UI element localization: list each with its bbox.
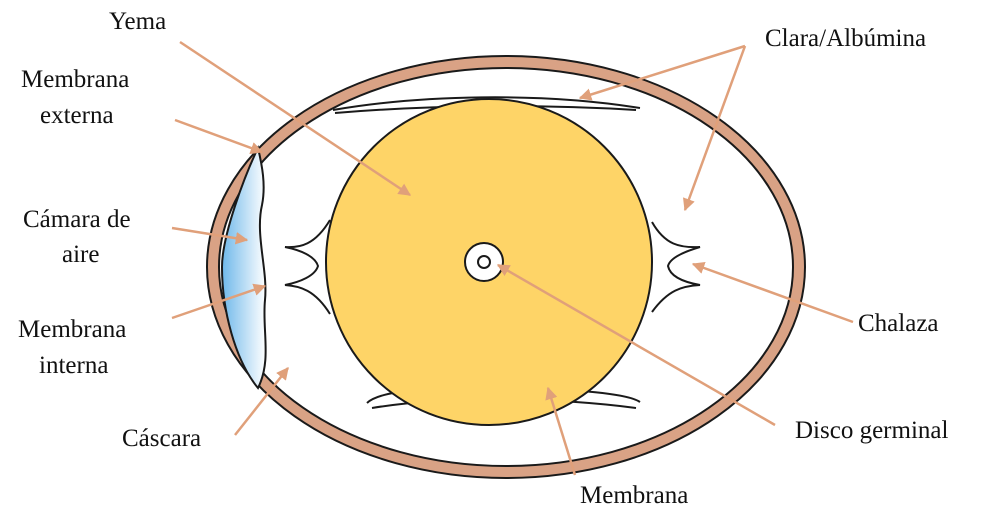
arrow-outer-membrane — [175, 120, 262, 152]
label-outer-membrane-line1: Membrana — [21, 63, 129, 97]
label-outer-membrane-line2: externa — [40, 99, 114, 133]
germinal-disc-center — [478, 256, 490, 268]
label-albumen: Clara/Albúmina — [765, 22, 926, 56]
label-inner-membrane-line1: Membrana — [18, 313, 126, 347]
label-inner-membrane-line2: interna — [39, 349, 108, 383]
label-germinal-disc: Disco germinal — [795, 414, 948, 448]
label-shell: Cáscara — [122, 422, 201, 456]
label-air-cell-line2: aire — [62, 238, 99, 272]
label-chalaza: Chalaza — [858, 307, 939, 341]
label-yolk: Yema — [109, 5, 166, 39]
label-yolk-membrane: Membrana — [580, 479, 688, 513]
label-air-cell-line1: Cámara de — [23, 203, 131, 237]
air-cell — [222, 148, 266, 388]
